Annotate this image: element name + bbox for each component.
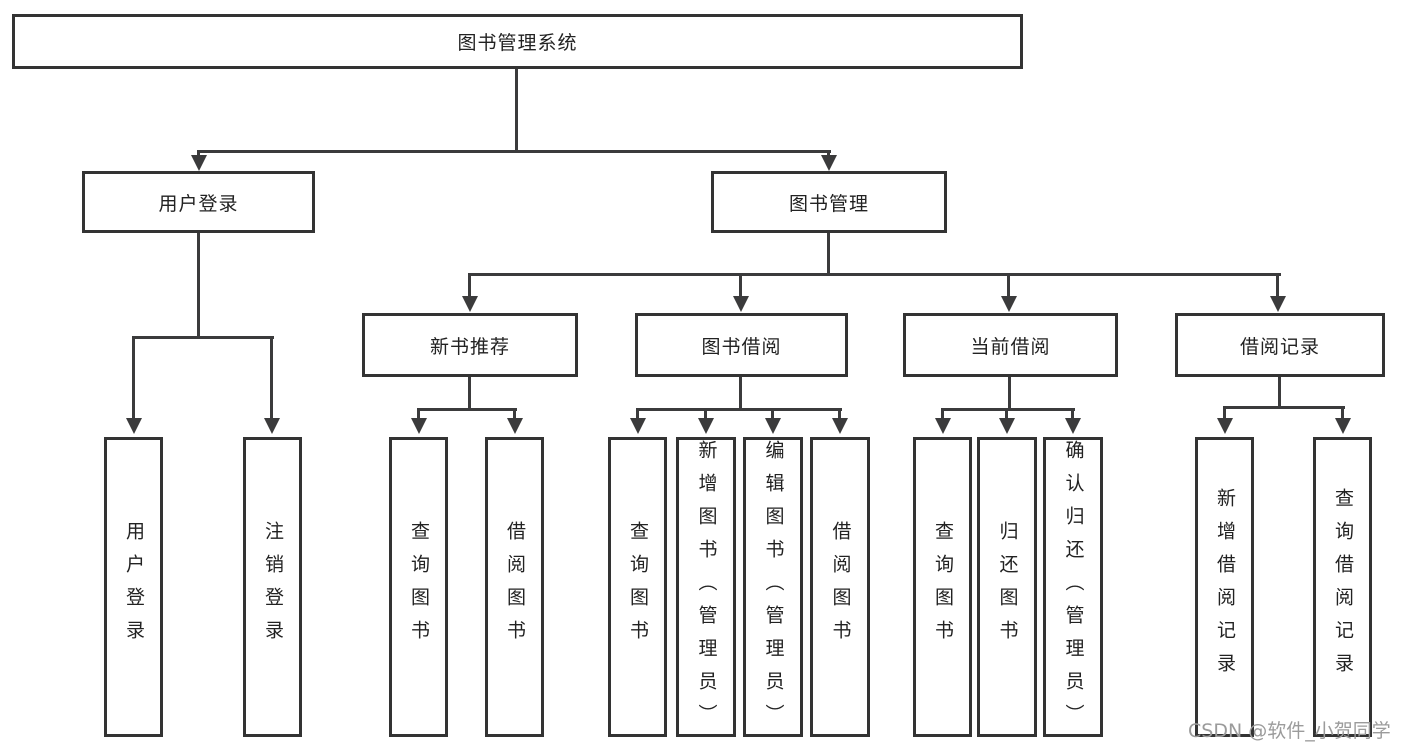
arrow-down-icon <box>771 408 774 418</box>
connector-rail-current-borrow-children <box>941 408 1075 411</box>
arrow-down-icon <box>941 408 944 418</box>
node-book-borrow: 图书借阅 <box>635 313 848 377</box>
node-leaf-borrow-books-recommend: 借阅图书 <box>485 437 544 737</box>
node-book-management: 图书管理 <box>711 171 947 233</box>
node-leaf-add-borrow-record: 新增借阅记录 <box>1195 437 1254 737</box>
node-leaf-query-books-recommend: 查询图书 <box>389 437 448 737</box>
arrow-down-icon <box>468 273 471 296</box>
leaf-label: 借阅图书 <box>504 521 526 653</box>
arrow-down-icon <box>513 408 516 418</box>
arrow-down-icon <box>1341 406 1344 418</box>
node-user-login: 用户登录 <box>82 171 315 233</box>
arrow-down-icon <box>1071 408 1074 418</box>
arrow-down-icon <box>1007 273 1010 296</box>
arrow-down-icon <box>636 408 639 418</box>
connector-rail-borrow-record-children <box>1223 406 1345 409</box>
leaf-label: 确认归还（管理员） <box>1062 440 1085 737</box>
arrow-down-icon <box>827 150 830 155</box>
connector-rail-new-book-children <box>417 408 517 411</box>
node-leaf-query-books-current: 查询图书 <box>913 437 972 737</box>
arrow-down-icon <box>132 336 135 418</box>
node-leaf-edit-books-admin: 编辑图书（管理员） <box>743 437 803 737</box>
arrow-down-icon <box>1223 406 1226 418</box>
arrow-down-icon <box>270 336 273 418</box>
connector-stem-book-management <box>827 231 830 276</box>
node-leaf-return-books: 归还图书 <box>977 437 1037 737</box>
node-borrow-record: 借阅记录 <box>1175 313 1385 377</box>
node-current-borrow: 当前借阅 <box>903 313 1118 377</box>
node-leaf-confirm-return-admin: 确认归还（管理员） <box>1043 437 1103 737</box>
node-leaf-query-borrow-record: 查询借阅记录 <box>1313 437 1372 737</box>
leaf-label: 编辑图书（管理员） <box>762 440 785 737</box>
connector-rail-book-borrow-children <box>636 408 842 411</box>
node-leaf-query-books-borrow: 查询图书 <box>608 437 667 737</box>
node-leaf-logout: 注销登录 <box>243 437 302 737</box>
node-library-management-system: 图书管理系统 <box>12 14 1023 69</box>
connector-stem-root <box>515 67 518 152</box>
connector-rail-book-management-children <box>468 273 1281 276</box>
leaf-label: 查询借阅记录 <box>1332 488 1354 686</box>
connector-stem-user-login <box>197 231 200 339</box>
connector-stem-current-borrow <box>1008 375 1011 411</box>
leaf-label: 查询图书 <box>627 521 649 653</box>
leaf-label: 借阅图书 <box>829 521 852 653</box>
leaf-label: 查询图书 <box>408 521 430 653</box>
connector-rail-root-children <box>197 150 831 153</box>
arrow-down-icon <box>1276 273 1279 296</box>
leaf-label: 注销登录 <box>262 521 284 653</box>
arrow-down-icon <box>739 273 742 296</box>
csdn-watermark: CSDN @软件_小贺同学 <box>1188 720 1391 742</box>
node-new-book-recommend: 新书推荐 <box>362 313 578 377</box>
leaf-label: 归还图书 <box>996 521 1019 653</box>
arrow-down-icon <box>704 408 707 418</box>
node-leaf-borrow-books: 借阅图书 <box>810 437 870 737</box>
arrow-down-icon <box>838 408 841 418</box>
connector-stem-new-book <box>468 375 471 411</box>
leaf-label: 新增图书（管理员） <box>695 440 718 737</box>
node-leaf-user-login: 用户登录 <box>104 437 163 737</box>
leaf-label: 用户登录 <box>123 521 145 653</box>
connector-stem-borrow-record <box>1278 375 1281 408</box>
connector-rail-user-login-children <box>132 336 274 339</box>
leaf-label: 查询图书 <box>932 521 954 653</box>
node-leaf-add-books-admin: 新增图书（管理员） <box>676 437 736 737</box>
arrow-down-icon <box>197 150 200 155</box>
arrow-down-icon <box>417 408 420 418</box>
connector-stem-book-borrow <box>739 375 742 411</box>
leaf-label: 新增借阅记录 <box>1214 488 1236 686</box>
arrow-down-icon <box>1005 408 1008 418</box>
